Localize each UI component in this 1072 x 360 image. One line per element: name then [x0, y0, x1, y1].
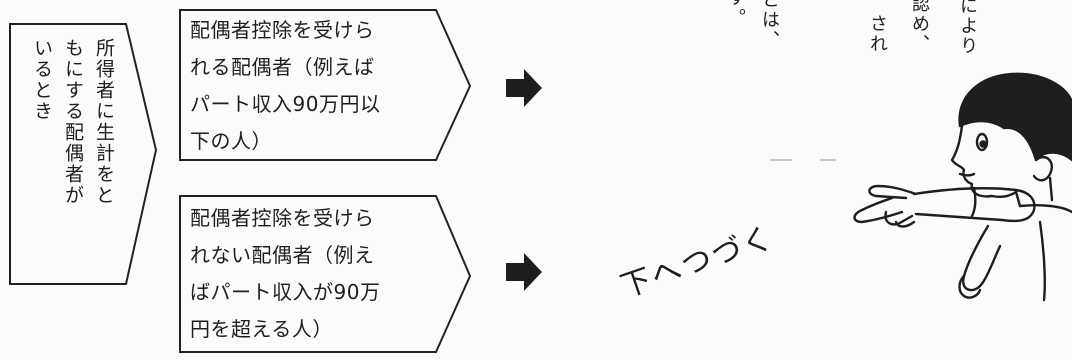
pointing-person-icon [853, 72, 1072, 302]
upper-box-outline [179, 9, 472, 161]
left-box-column: もにする配偶者が [62, 38, 84, 206]
top-text-fragment: 認め、 [909, 0, 930, 54]
lower-box-line: 円を超える人） [190, 317, 333, 341]
left-box-outline [9, 23, 158, 285]
left-box-column: 所得者に生計をと [93, 38, 115, 206]
lower-box-line: ばパート収入が90万 [190, 280, 381, 304]
top-text-fragment: す。 [725, 0, 746, 28]
lower-box-line: 配偶者控除を受けら [190, 206, 375, 230]
right-arrow-icon [506, 253, 542, 291]
upper-box-line: パート収入90万円以 [190, 92, 381, 116]
lower-box-line: れない配偶者（例え [190, 243, 375, 267]
top-text-fragment: とは、 [759, 0, 780, 50]
upper-box-text: 配偶者控除を受けら れる配偶者（例えば パート収入90万円以 下の人） [190, 12, 380, 160]
lower-box-outline [179, 195, 472, 353]
top-text-fragment: により [957, 0, 978, 56]
upper-box-line: 配偶者控除を受けら [190, 18, 375, 42]
lower-box-text: 配偶者控除を受けら れない配偶者（例え ばパート収入が90万 円を超える人） [190, 200, 380, 348]
upper-box-line: 下の人） [190, 129, 272, 153]
upper-box-line: れる配偶者（例えば [190, 55, 375, 79]
right-arrow-icon [506, 69, 542, 107]
left-box-column: いるとき [31, 38, 53, 122]
top-text-fragment: され [867, 14, 888, 54]
